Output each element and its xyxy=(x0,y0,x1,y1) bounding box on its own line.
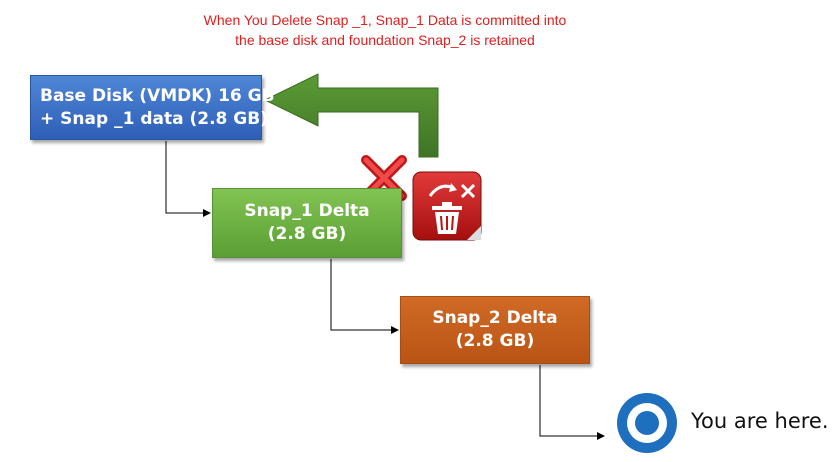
base-disk-line-2: + Snap _1 data (2.8 GB) xyxy=(40,108,268,129)
connector-base-to-snap1 xyxy=(165,141,211,217)
snap1-delta-box: Snap_1 Delta (2.8 GB) xyxy=(212,188,402,258)
location-target-icon xyxy=(617,393,677,453)
connector-snap1-to-snap2 xyxy=(330,259,399,334)
caption-line-1: When You Delete Snap _1, Snap_1 Data is … xyxy=(203,12,567,28)
snap1-line-1: Snap_1 Delta xyxy=(244,201,370,221)
commit-arrow-icon xyxy=(263,73,439,158)
caption-line-2: the base disk and foundation Snap_2 is r… xyxy=(235,32,535,48)
snap2-delta-box: Snap_2 Delta (2.8 GB) xyxy=(400,296,590,364)
you-are-here-label: You are here. xyxy=(691,409,829,433)
base-disk-line-1: Base Disk (VMDK) 16 GB xyxy=(40,85,275,106)
trash-can-icon xyxy=(412,171,482,241)
snap2-line-1: Snap_2 Delta xyxy=(432,308,558,328)
snap1-line-2: (2.8 GB) xyxy=(267,224,347,244)
connector-snap2-to-marker xyxy=(539,365,605,440)
base-disk-box: Base Disk (VMDK) 16 GB + Snap _1 data (2… xyxy=(30,75,275,140)
diagram-caption: When You Delete Snap _1, Snap_1 Data is … xyxy=(150,10,620,50)
snap2-line-2: (2.8 GB) xyxy=(455,331,535,351)
